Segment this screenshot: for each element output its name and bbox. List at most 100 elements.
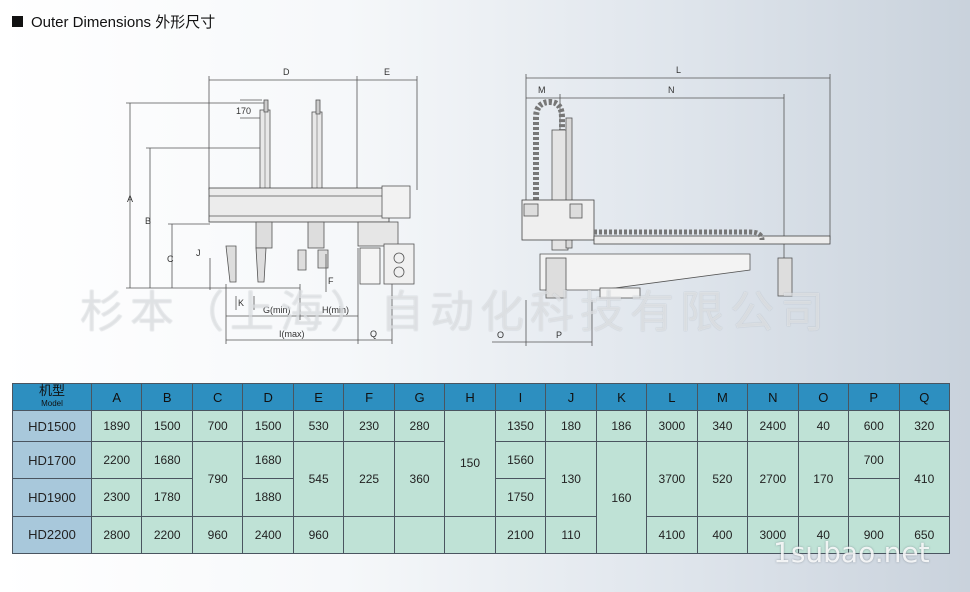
column-header-b: B xyxy=(141,383,193,411)
bullet-square-icon xyxy=(12,16,23,27)
value-cell: 3700 xyxy=(646,441,698,517)
value-cell: 700 xyxy=(848,440,900,480)
front-view xyxy=(126,76,418,344)
model-header-en: Model xyxy=(41,399,63,408)
value-cell: 1890 xyxy=(90,410,143,442)
value-cell: 186 xyxy=(595,410,648,442)
column-header-l: L xyxy=(646,383,698,411)
column-header-n: N xyxy=(747,383,799,411)
value-cell: 1350 xyxy=(494,410,547,442)
label-c: C xyxy=(167,254,174,264)
value-cell: 40 xyxy=(797,410,850,442)
value-cell: 225 xyxy=(343,441,395,517)
column-header-c: C xyxy=(191,383,244,411)
column-header-p: P xyxy=(848,383,900,411)
value-cell: 130 xyxy=(545,441,597,517)
value-cell: 400 xyxy=(696,515,749,555)
value-cell: 1680 xyxy=(141,440,193,480)
value-cell: 360 xyxy=(393,441,446,517)
model-name-cell: HD1900 xyxy=(12,478,92,517)
value-cell: 600 xyxy=(848,410,900,442)
column-header-k: K xyxy=(595,383,648,411)
value-cell xyxy=(343,515,395,555)
value-cell: 2300 xyxy=(90,478,143,517)
value-cell: 520 xyxy=(696,441,749,517)
value-cell: 2700 xyxy=(747,441,799,517)
value-cell: 2400 xyxy=(242,515,294,555)
column-header-h: H xyxy=(444,383,496,411)
value-cell: 700 xyxy=(191,410,244,442)
label-j: J xyxy=(196,248,201,258)
value-cell: 2100 xyxy=(494,515,547,555)
column-header-f: F xyxy=(343,383,395,411)
column-header-q: Q xyxy=(898,383,950,411)
value-cell: 3000 xyxy=(646,410,698,442)
value-cell: 160 xyxy=(595,441,648,554)
label-170: 170 xyxy=(236,106,251,116)
value-cell: 960 xyxy=(292,515,345,555)
value-cell: 1780 xyxy=(141,478,193,517)
value-cell: 1880 xyxy=(242,478,294,517)
label-g: G(min) xyxy=(263,305,291,315)
label-q: Q xyxy=(370,329,377,339)
label-i: I(max) xyxy=(279,329,305,339)
value-cell: 110 xyxy=(545,515,597,555)
value-cell: 1500 xyxy=(242,410,294,442)
column-header-g: G xyxy=(393,383,446,411)
column-header-a: A xyxy=(90,383,143,411)
value-cell: 4100 xyxy=(646,515,698,555)
value-cell: 1680 xyxy=(242,440,294,480)
label-m: M xyxy=(538,85,546,95)
column-header-o: O xyxy=(797,383,850,411)
value-cell: 1560 xyxy=(494,440,547,480)
side-view xyxy=(492,74,831,346)
label-b: B xyxy=(145,216,151,226)
column-header-j: J xyxy=(545,383,597,411)
value-cell: 320 xyxy=(898,410,950,442)
value-cell: 230 xyxy=(343,410,395,442)
section-title: Outer Dimensions 外形尺寸 xyxy=(31,14,216,31)
company-watermark: 杉本（上海）自动化科技有限公司 xyxy=(80,287,830,338)
model-name-cell: HD1500 xyxy=(12,410,92,442)
value-cell: 960 xyxy=(191,515,244,555)
value-cell: 2200 xyxy=(90,440,143,480)
model-name-cell: HD2200 xyxy=(12,515,92,555)
value-cell xyxy=(444,515,496,555)
value-cell: 180 xyxy=(545,410,597,442)
label-a: A xyxy=(127,194,133,204)
value-cell: 530 xyxy=(292,410,345,442)
column-header-d: D xyxy=(242,383,294,411)
label-o: O xyxy=(497,330,504,340)
model-header-cn: 机型 xyxy=(38,383,65,398)
value-cell: 2800 xyxy=(90,515,143,555)
label-p: P xyxy=(556,330,562,340)
label-f: F xyxy=(328,276,334,286)
value-cell: 1500 xyxy=(141,410,193,442)
value-cell: 545 xyxy=(292,441,345,517)
value-cell xyxy=(393,515,446,555)
value-cell: 900 xyxy=(848,515,900,555)
label-l: L xyxy=(676,65,681,75)
label-k: K xyxy=(238,298,244,308)
model-column-header: 机型 Model xyxy=(12,383,92,411)
value-cell: 340 xyxy=(696,410,749,442)
value-cell: 650 xyxy=(898,515,950,555)
value-cell: 170 xyxy=(797,441,850,517)
label-d: D xyxy=(283,67,290,77)
site-watermark: 1subao.net xyxy=(773,536,930,569)
label-n: N xyxy=(668,85,675,95)
value-cell: 2400 xyxy=(747,410,799,442)
value-cell: 1750 xyxy=(494,478,547,517)
value-cell: 410 xyxy=(898,441,950,517)
column-header-m: M xyxy=(696,383,749,411)
value-cell: 790 xyxy=(191,441,244,517)
value-cell xyxy=(848,478,900,517)
column-header-e: E xyxy=(292,383,345,411)
value-cell: 280 xyxy=(393,410,446,442)
